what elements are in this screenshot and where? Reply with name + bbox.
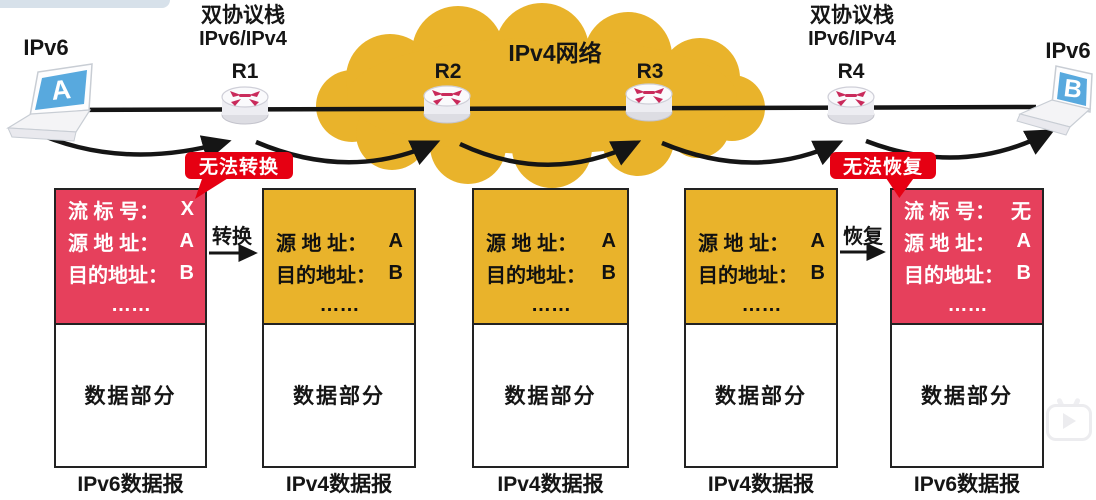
packet-box-ipv4-2: 源 地 址： A 目的地址： B …… 数据部分 — [472, 188, 629, 468]
r1-dual-stack-label: 双协议栈 IPv6/IPv4 — [176, 4, 310, 51]
r4-stack-title: 双协议栈 — [810, 4, 894, 27]
field-value: B — [601, 262, 616, 285]
ellipsis: …… — [111, 294, 151, 317]
field-value: X — [180, 197, 194, 220]
field-label: 流 标 号： — [904, 200, 996, 223]
tv-play-icon[interactable] — [1046, 397, 1094, 442]
host-b-letter: B — [1062, 74, 1083, 104]
laptop-b-icon: B — [1016, 65, 1093, 136]
packet-header: 流 标 号： X 源 地 址： A 目的地址： B …… — [56, 190, 205, 325]
packet-box-ipv6-source: 流 标 号： X 源 地 址： A 目的地址： B …… 数据部分 — [54, 188, 207, 468]
field-label: 源 地 址： — [68, 232, 160, 255]
hop-arrow-r4-b — [865, 129, 1056, 160]
r1-label: R1 — [231, 60, 259, 83]
ipv4-network-label: IPv4网络 — [508, 40, 602, 66]
hop-arrow-r3-r4 — [661, 140, 844, 166]
packet-header: 源 地 址： A 目的地址： B …… — [474, 190, 627, 325]
field-value: A — [388, 229, 403, 252]
field-label: 流 标 号： — [68, 200, 160, 223]
packet-caption: IPv4数据报 — [707, 473, 815, 496]
field-label: 目的地址： — [276, 265, 376, 288]
field-label: 目的地址： — [486, 265, 586, 288]
field-value: A — [601, 229, 616, 252]
router-r3-icon — [625, 83, 673, 122]
packet-caption: IPv6数据报 — [913, 473, 1021, 496]
ellipsis: …… — [531, 294, 571, 317]
packet-header: 源 地 址： A 目的地址： B …… — [264, 190, 414, 325]
field-value: B — [810, 262, 825, 285]
hop-arrow-r2-r3 — [459, 140, 642, 167]
host-a-protocol-label: IPv6 — [23, 35, 69, 60]
r4-label: R4 — [837, 60, 865, 83]
packet-header: 流 标 号： 无 源 地 址： A 目的地址： B …… — [892, 190, 1042, 325]
video-progress-bar — [0, 0, 170, 8]
packet-caption: IPv4数据报 — [285, 473, 393, 496]
r2-label: R2 — [434, 60, 462, 83]
play-triangle-icon — [1063, 413, 1076, 429]
packet-data-section: 数据部分 — [474, 325, 627, 464]
field-label: 目的地址： — [904, 265, 1004, 288]
router-r2-icon — [423, 85, 471, 124]
field-label: 源 地 址： — [276, 232, 368, 255]
field-label: 目的地址： — [68, 265, 168, 288]
cannot-convert-badge: 无法转换 — [185, 152, 293, 179]
host-b-protocol-label: IPv6 — [1045, 38, 1091, 63]
r4-dual-stack-label: 双协议栈 IPv6/IPv4 — [785, 4, 919, 51]
field-value: 无 — [1011, 200, 1031, 223]
field-value: A — [810, 229, 825, 252]
field-label: 源 地 址： — [904, 232, 996, 255]
backbone-link-line — [47, 104, 1037, 113]
packet-data-section: 数据部分 — [56, 325, 205, 464]
packet-data-section: 数据部分 — [264, 325, 414, 464]
field-label: 源 地 址： — [698, 232, 790, 255]
ellipsis: …… — [947, 294, 988, 317]
packet-data-section: 数据部分 — [892, 325, 1042, 464]
router-r4-icon — [827, 86, 875, 125]
r3-label: R3 — [636, 60, 664, 83]
field-value: B — [1016, 262, 1031, 285]
packet-data-section: 数据部分 — [686, 325, 836, 464]
field-label: 目的地址： — [698, 265, 798, 288]
field-label: 源 地 址： — [486, 232, 578, 255]
cannot-restore-badge: 无法恢复 — [830, 152, 936, 179]
router-r1-icon — [221, 86, 269, 125]
host-a-letter: A — [50, 74, 73, 106]
convert-label: 转换 — [212, 226, 252, 248]
packet-caption: IPv4数据报 — [497, 473, 604, 496]
field-value: B — [388, 262, 403, 285]
laptop-a-icon: A — [6, 63, 93, 142]
field-value: A — [1016, 229, 1031, 252]
packet-box-ipv4-1: 源 地 址： A 目的地址： B …… 数据部分 — [262, 188, 416, 468]
packet-box-ipv6-restored: 流 标 号： 无 源 地 址： A 目的地址： B …… 数据部分 — [890, 188, 1044, 468]
ellipsis: …… — [741, 294, 782, 317]
packet-caption: IPv6数据报 — [77, 473, 184, 496]
r4-stack-protocols: IPv6/IPv4 — [808, 28, 896, 51]
field-value: B — [179, 262, 194, 285]
hop-arrow-r1-r2 — [255, 139, 441, 166]
packet-box-ipv4-3: 源 地 址： A 目的地址： B …… 数据部分 — [684, 188, 838, 468]
ellipsis: …… — [319, 294, 360, 317]
packet-header: 源 地 址： A 目的地址： B …… — [686, 190, 836, 325]
r1-stack-protocols: IPv6/IPv4 — [199, 28, 287, 51]
r1-stack-title: 双协议栈 — [201, 4, 285, 27]
restore-label: 恢复 — [843, 226, 883, 248]
field-value: A — [179, 229, 194, 252]
